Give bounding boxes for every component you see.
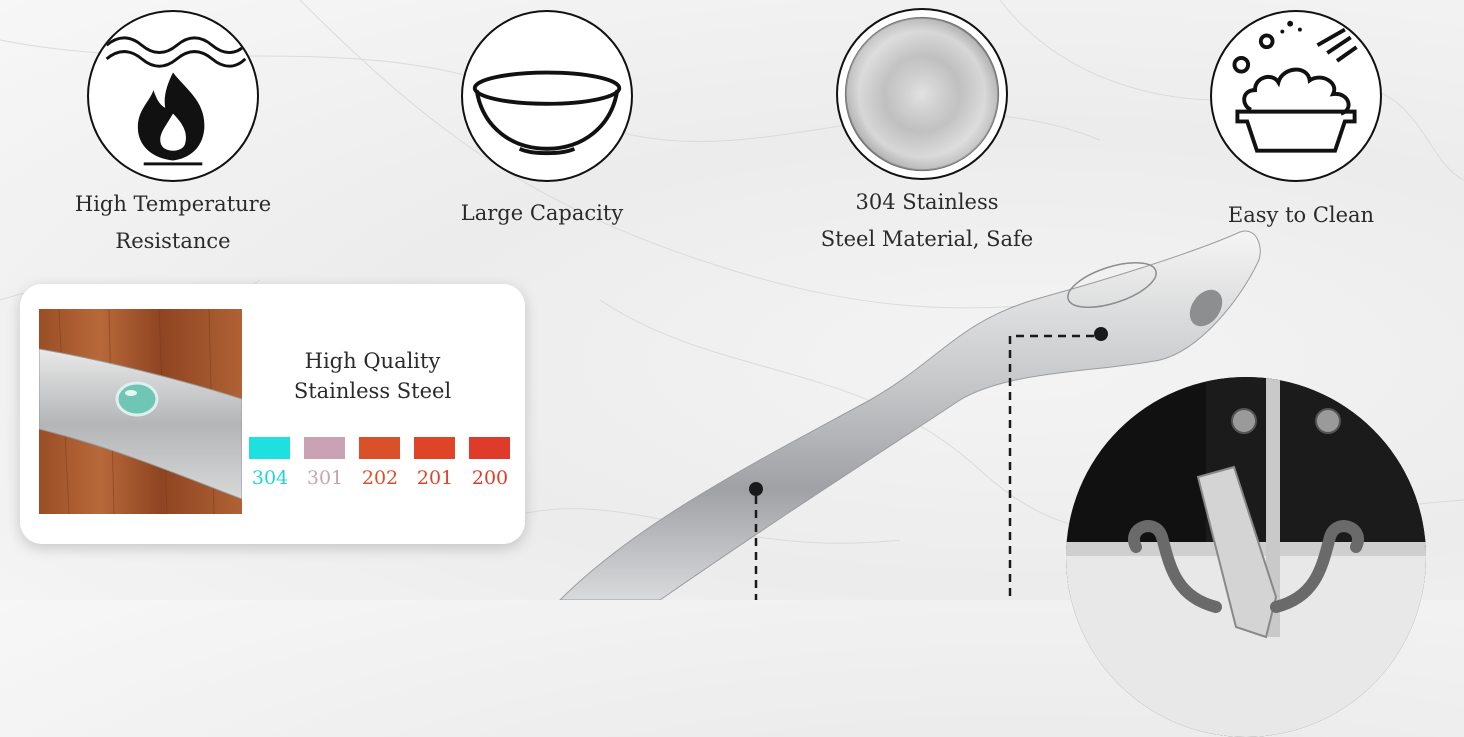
bowl-icon	[461, 10, 633, 182]
grade-label: 201	[416, 467, 454, 489]
card-title: High Quality Stainless Steel	[293, 349, 452, 403]
swatch-304	[249, 437, 290, 459]
feature-label: High Temperature Resistance	[74, 192, 272, 253]
swatch-301	[304, 437, 345, 459]
swatch-200	[469, 437, 510, 459]
feature-label: Easy to Clean	[1227, 203, 1375, 227]
swatch-201	[414, 437, 455, 459]
grade-label: 202	[361, 467, 399, 489]
washing-basin-icon	[1210, 10, 1382, 182]
quality-card: High Quality Stainless Steel 304 301 202…	[20, 284, 525, 544]
grade-label: 304	[251, 467, 289, 489]
ladle-handle	[559, 230, 1261, 600]
hanging-hook-closeup	[1066, 377, 1426, 737]
water-drop-photo	[39, 309, 242, 514]
grade-label: 200	[471, 467, 509, 489]
swatch-202	[359, 437, 400, 459]
steel-disc-icon	[836, 8, 1008, 180]
feature-label: Large Capacity	[460, 201, 624, 225]
grade-label: 301	[306, 467, 344, 489]
flame-icon	[87, 10, 259, 182]
feature-label: 304 Stainless Steel Material, Safe	[820, 190, 1034, 251]
